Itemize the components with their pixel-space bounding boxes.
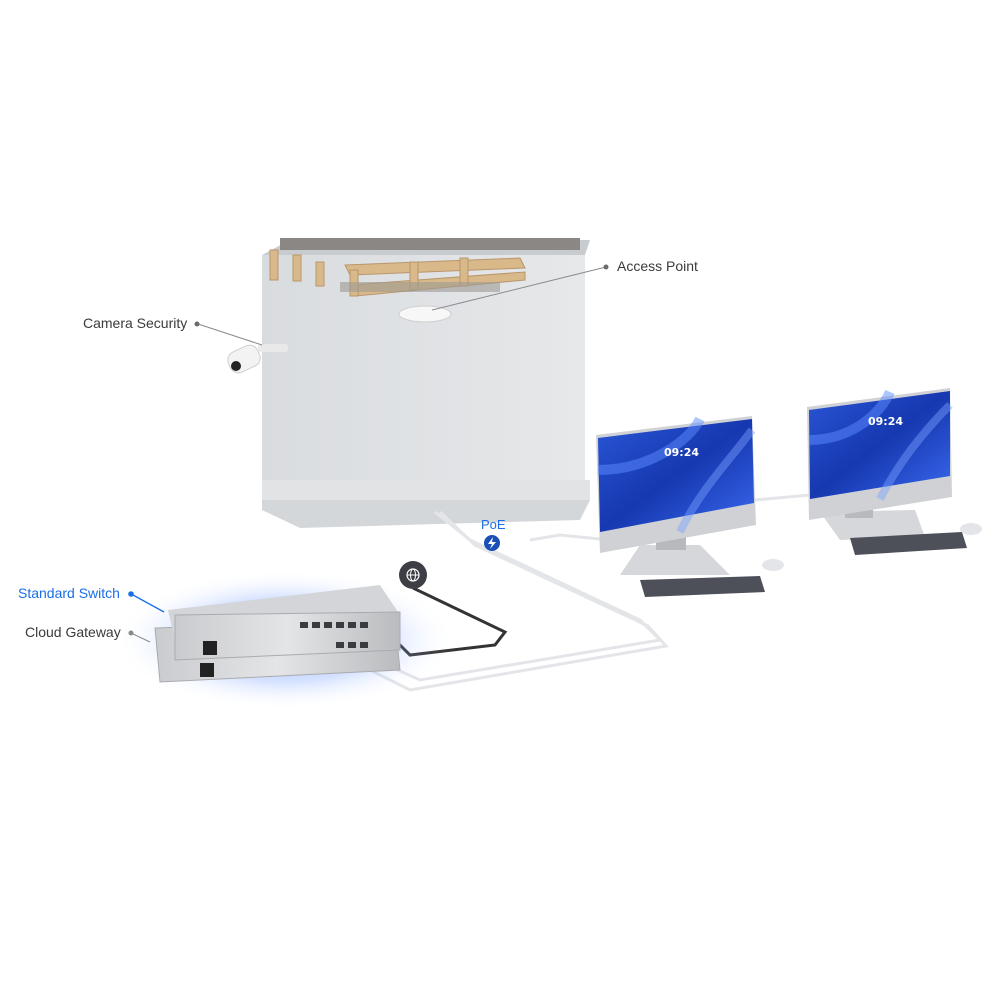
label-camera-security: Camera Security [83,315,188,331]
monitor-1: 09:24 [596,416,784,597]
access-point-device [398,305,452,323]
standard-switch-device [168,585,401,661]
label-standard-switch[interactable]: Standard Switch [18,585,120,601]
camera-device [227,344,288,374]
globe-icon [399,561,427,589]
lightning-icon [484,535,500,551]
label-cloud-gateway[interactable]: Cloud Gateway [25,624,121,640]
label-poe: PoE [481,517,506,532]
monitor-1-clock: 09:24 [664,446,699,459]
label-access-point: Access Point [617,258,698,274]
wall-structure [262,238,590,528]
monitor-2-clock: 09:24 [868,415,903,428]
monitor-2: 09:24 [807,388,982,555]
